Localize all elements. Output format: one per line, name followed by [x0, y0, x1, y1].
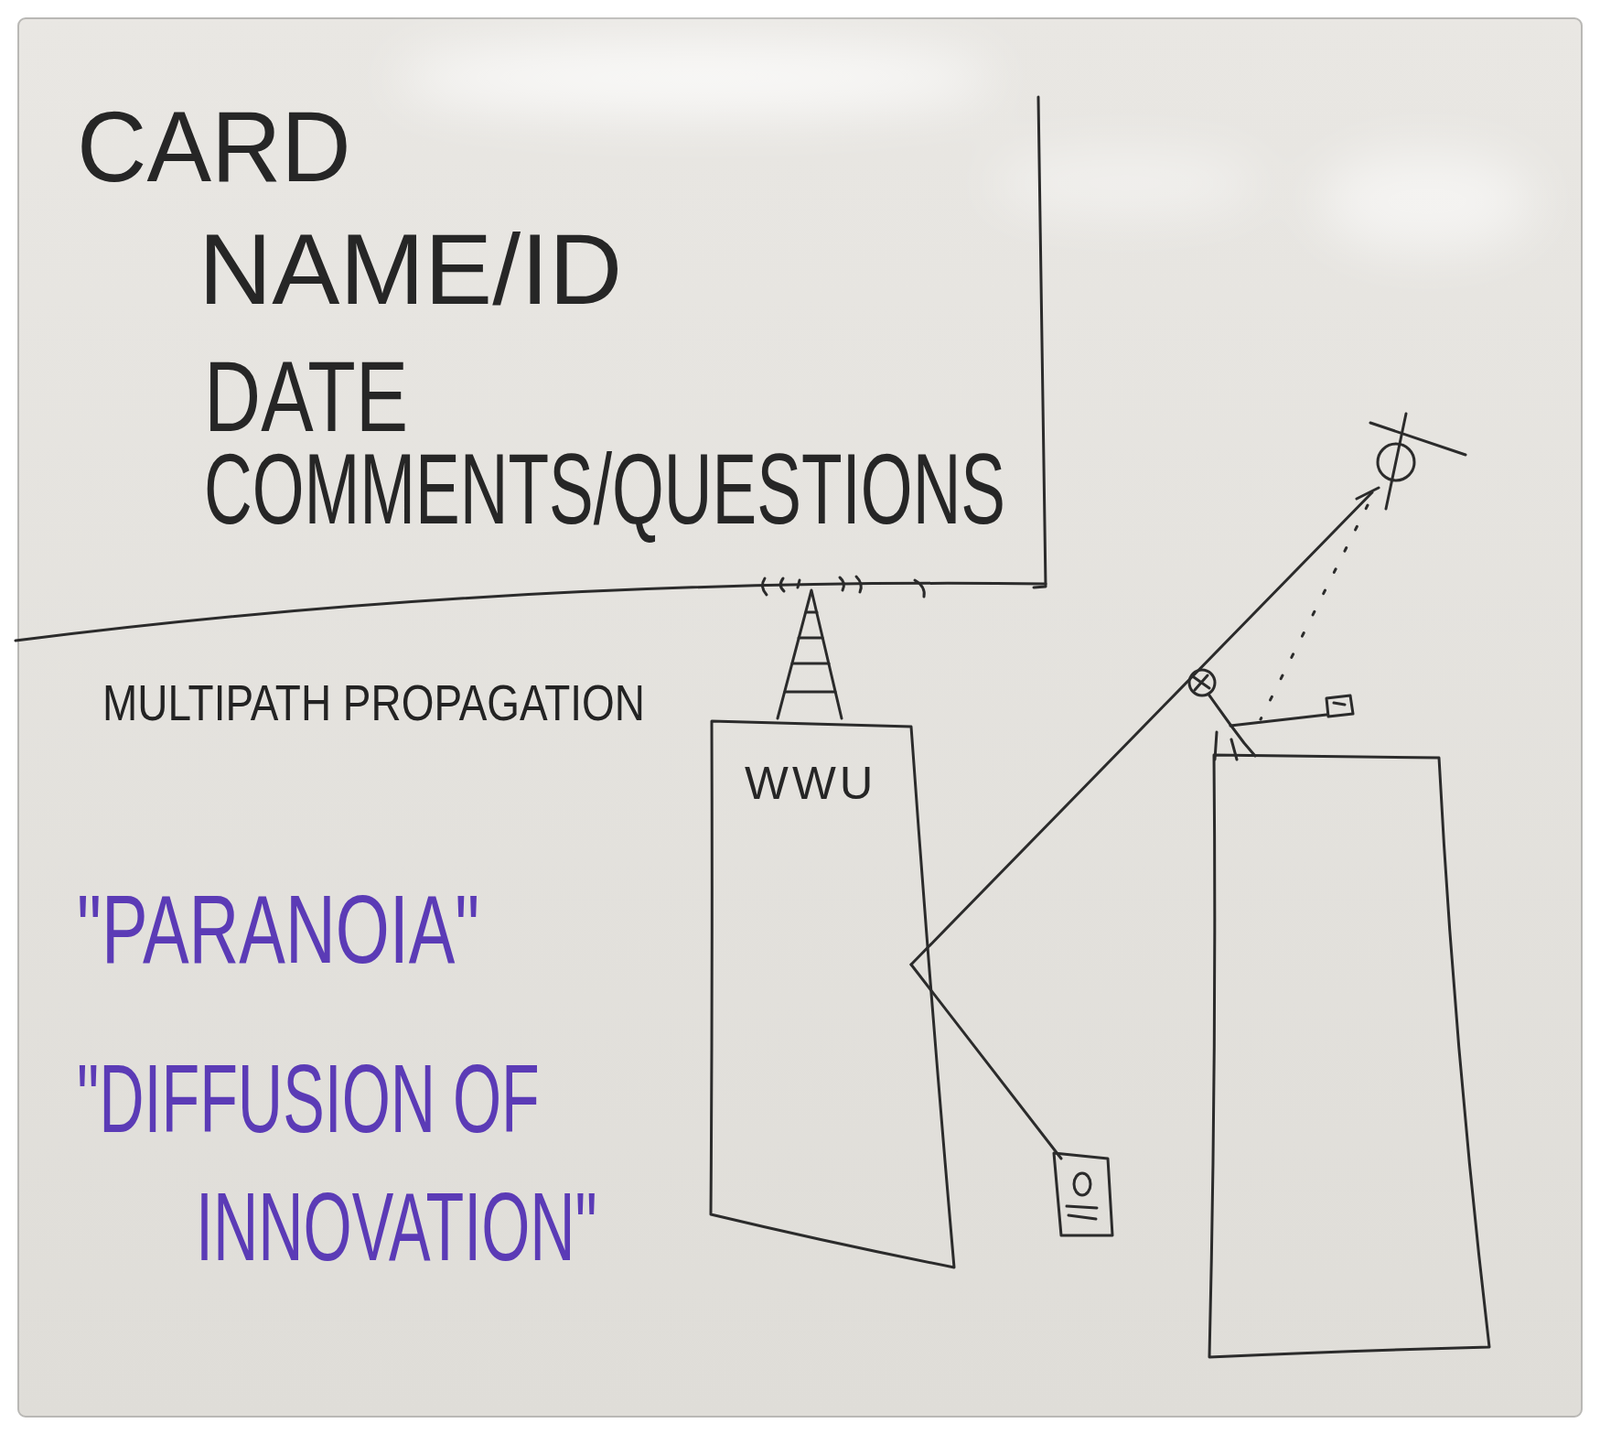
- card-field: WWU: [744, 760, 877, 806]
- glare-spot: [987, 150, 1263, 215]
- handheld-device: [1326, 695, 1354, 717]
- phone: [1066, 1205, 1097, 1219]
- signal-waves: [762, 578, 800, 595]
- person: [1230, 714, 1327, 726]
- note: "DIFFUSION OF INNOVATION": [76, 1034, 672, 1291]
- card-border: [1033, 96, 1046, 588]
- signal-waves: [839, 576, 924, 597]
- divider-line: [15, 582, 1046, 641]
- satellite: [1356, 413, 1466, 509]
- section-heading: MULTIPATH PROPAGATION: [102, 677, 645, 729]
- reflected-path: [1260, 504, 1368, 720]
- phone: [1073, 1172, 1091, 1195]
- person: [1209, 695, 1256, 760]
- person: [1189, 669, 1215, 696]
- tower-rungs: [784, 612, 836, 692]
- glare-spot: [1317, 150, 1537, 252]
- whiteboard: [18, 18, 1582, 1417]
- glare-spot: [393, 41, 998, 115]
- note: "PARANOIA": [76, 880, 480, 978]
- building-outline: [710, 720, 955, 1268]
- signal-path: [911, 964, 1062, 1159]
- card-field: COMMENTS/QUESTIONS: [204, 438, 1006, 539]
- tower: [777, 590, 842, 719]
- card-field: DATE: [204, 345, 409, 447]
- person: [1193, 675, 1210, 690]
- building: [1209, 754, 1490, 1357]
- phone: [1053, 1152, 1113, 1235]
- building: WWU: [710, 720, 958, 1270]
- signal-path: [911, 492, 1373, 965]
- card-panel: CARD NAME/ID DATECOMMENTS/QUESTIONS: [18, 91, 1043, 604]
- card-field: NAME/ID: [198, 218, 623, 320]
- card-heading: CARD: [76, 96, 352, 197]
